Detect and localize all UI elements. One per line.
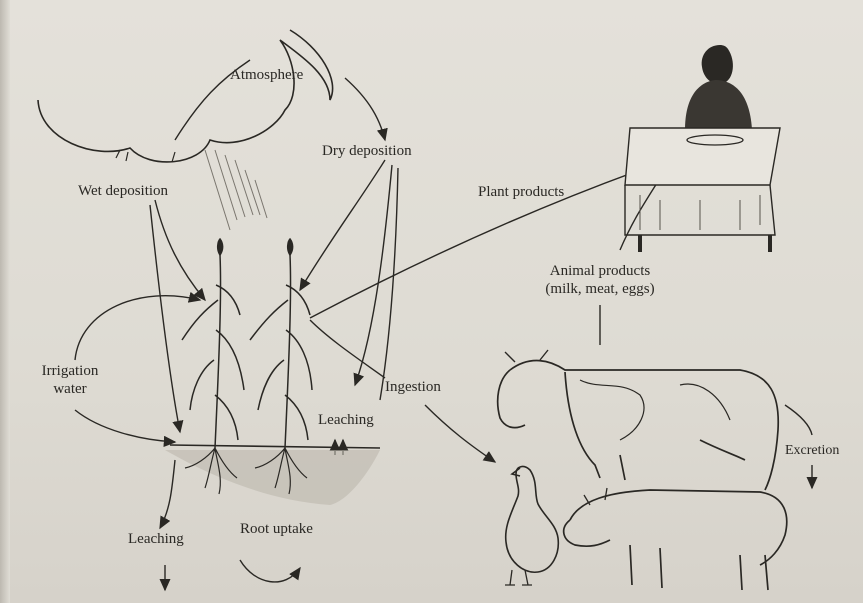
label-irrigation-line1: Irrigation — [30, 362, 110, 380]
label-ingestion: Ingestion — [385, 378, 441, 396]
chicken-icon — [505, 467, 558, 585]
cow-icon — [498, 350, 779, 490]
pig-icon — [564, 488, 787, 590]
label-root-uptake: Root uptake — [240, 520, 313, 538]
label-wet-deposition: Wet deposition — [78, 182, 168, 200]
label-animal-products-line2: (milk, meat, eggs) — [510, 280, 690, 298]
label-irrigation-water: Irrigation water — [30, 362, 110, 398]
person-at-table-icon — [625, 45, 780, 252]
label-irrigation-line2: water — [30, 380, 110, 398]
rain-hatch — [205, 150, 267, 230]
label-plant-products: Plant products — [478, 183, 564, 201]
label-excretion: Excretion — [785, 442, 839, 460]
label-leaching-upper: Leaching — [318, 411, 374, 429]
label-atmosphere: Atmosphere — [230, 66, 303, 84]
label-animal-products-line1: Animal products — [510, 262, 690, 280]
cloud-icon — [38, 30, 333, 162]
soil-ground — [165, 445, 380, 505]
label-dry-deposition: Dry deposition — [322, 142, 412, 160]
label-leaching-lower: Leaching — [128, 530, 184, 548]
label-animal-products: Animal products (milk, meat, eggs) — [510, 262, 690, 298]
